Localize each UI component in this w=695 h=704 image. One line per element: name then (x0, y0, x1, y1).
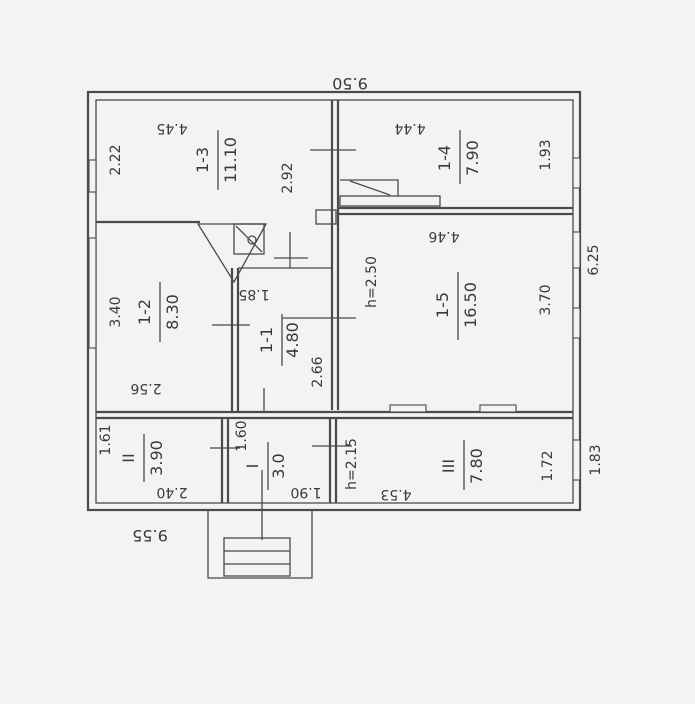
dim-bottom-width: 9.55 (132, 526, 168, 545)
room-III-height: h=2.15 (344, 438, 360, 490)
room-II-dim-b: 2.40 (156, 484, 187, 500)
room-I-id: I (243, 464, 262, 469)
room-1-5-dim-a: 4.46 (428, 228, 459, 244)
room-1-2-dim-b: 2.56 (130, 380, 161, 396)
stove-symbol (196, 223, 268, 284)
room-1-3-area: 11.10 (221, 137, 240, 183)
room-1-3-dim-c: 2.92 (280, 162, 296, 193)
room-1-5-dim-b: 3.70 (538, 284, 554, 315)
room-II-dim-a: 1.61 (98, 424, 114, 455)
room-1-3-id: 1-3 (193, 147, 212, 173)
dim-right-bottom: 1.83 (588, 444, 604, 475)
room-III-area: 7.80 (467, 448, 486, 484)
room-1-2-area: 8.30 (163, 294, 182, 330)
room-1-2-id: 1-2 (135, 299, 154, 325)
room-1-4-area: 7.90 (463, 140, 482, 176)
room-III-dim-b: 1.72 (540, 450, 556, 481)
room-1-5-height: h=2.50 (364, 256, 380, 308)
room-II-id: II (119, 453, 138, 462)
room-I-dim-a: 1.60 (234, 420, 250, 451)
room-1-4-id: 1-4 (435, 145, 454, 171)
dimension-ticks (210, 149, 356, 449)
room-1-1-dim-b: 2.66 (310, 356, 326, 387)
room-1-3-dim-a: 4.45 (156, 120, 187, 136)
room-1-1-dim-a: 1.85 (238, 286, 269, 302)
room-1-4-dim-a: 4.44 (394, 120, 425, 136)
room-III-id: III (439, 459, 458, 473)
counter-symbol (315, 179, 441, 225)
room-1-4-dim-b: 1.93 (538, 139, 554, 170)
room-I-area: 3.0 (269, 453, 288, 478)
room-III-dim-a: 4.53 (380, 486, 411, 502)
room-1-1-id: 1-1 (257, 327, 276, 353)
room-1-1-area: 4.80 (283, 322, 302, 358)
room-II-area: 3.90 (147, 440, 166, 476)
room-1-3-dim-b: 2.22 (108, 144, 124, 175)
porch (207, 470, 313, 579)
dim-right-height: 6.25 (586, 244, 602, 275)
room-1-2-dim-a: 3.40 (108, 296, 124, 327)
room-I-dim-b: 1.90 (290, 484, 321, 500)
room-1-5-id: 1-5 (433, 292, 452, 318)
windows (88, 157, 581, 481)
room-1-5-area: 16.50 (461, 282, 480, 328)
dim-top-width: 9.50 (332, 74, 368, 93)
